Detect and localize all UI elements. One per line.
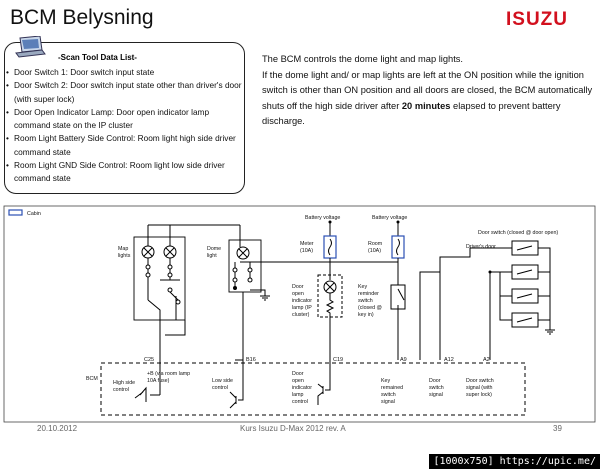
- door-switch-group: [419, 240, 555, 360]
- svg-text:Battery voltage: Battery voltage: [372, 215, 407, 221]
- door-indicator-lamp: [323, 280, 337, 294]
- intro-line-1: The BCM controls the dome light and map …: [262, 54, 464, 64]
- page-title: BCM Belysning: [10, 6, 154, 29]
- map-lamp-left: [141, 245, 155, 259]
- scan-tool-title: -Scan Tool Data List-: [58, 53, 137, 62]
- map-lamp-right: [163, 245, 177, 259]
- svg-text:A12: A12: [444, 357, 454, 363]
- svg-text:Room(10A): Room(10A): [368, 241, 383, 254]
- intro-line-2: If the dome light and/ or map lights are…: [262, 69, 593, 127]
- svg-text:Driver's door: Driver's door: [466, 244, 496, 250]
- scan-tool-list: Door Switch 1: Door switch input state D…: [6, 66, 242, 186]
- svg-text:C19: C19: [333, 357, 343, 363]
- list-item: Room Light Battery Side Control: Room li…: [6, 132, 242, 159]
- svg-text:Battery voltage: Battery voltage: [305, 215, 340, 221]
- list-item: Door Switch 1: Door switch input state: [6, 66, 242, 79]
- highlight-duration: 20 minutes: [401, 100, 451, 111]
- svg-text:ISUZU: ISUZU: [506, 9, 568, 27]
- svg-text:Meter(10A): Meter(10A): [300, 241, 314, 254]
- svg-text:B16: B16: [246, 357, 256, 363]
- svg-text:Door switch (closed @ door ope: Door switch (closed @ door open): [478, 230, 558, 236]
- isuzu-logo: ISUZU: [506, 9, 568, 27]
- bcm-box: [100, 362, 526, 416]
- footer-course: Kurs Isuzu D-Max 2012 rev. A: [240, 424, 346, 433]
- map-lights-box: [133, 236, 186, 321]
- intro-text: The BCM controls the dome light and map …: [262, 52, 594, 130]
- footer-date: 20.10.2012: [37, 424, 78, 433]
- svg-text:A9: A9: [400, 357, 407, 363]
- footer-page: 39: [553, 424, 562, 433]
- list-item: Door Switch 2: Door switch input state o…: [6, 79, 242, 106]
- list-item: Room Light GND Side Control: Room light …: [6, 159, 242, 186]
- watermark: [1000x750] https://upic.me/: [429, 454, 600, 469]
- dome-light-box: [228, 239, 262, 293]
- svg-text:A2: A2: [483, 357, 490, 363]
- legend-label: Cabin: [27, 211, 41, 217]
- diagram-frame: [3, 205, 596, 423]
- dome-lamp: [236, 246, 250, 260]
- svg-text:C25: C25: [144, 357, 154, 363]
- svg-text:BCM: BCM: [86, 376, 98, 382]
- list-item: Door Open Indicator Lamp: Door open indi…: [6, 106, 242, 133]
- laptop-icon: [15, 36, 46, 58]
- legend-swatch: [8, 209, 23, 216]
